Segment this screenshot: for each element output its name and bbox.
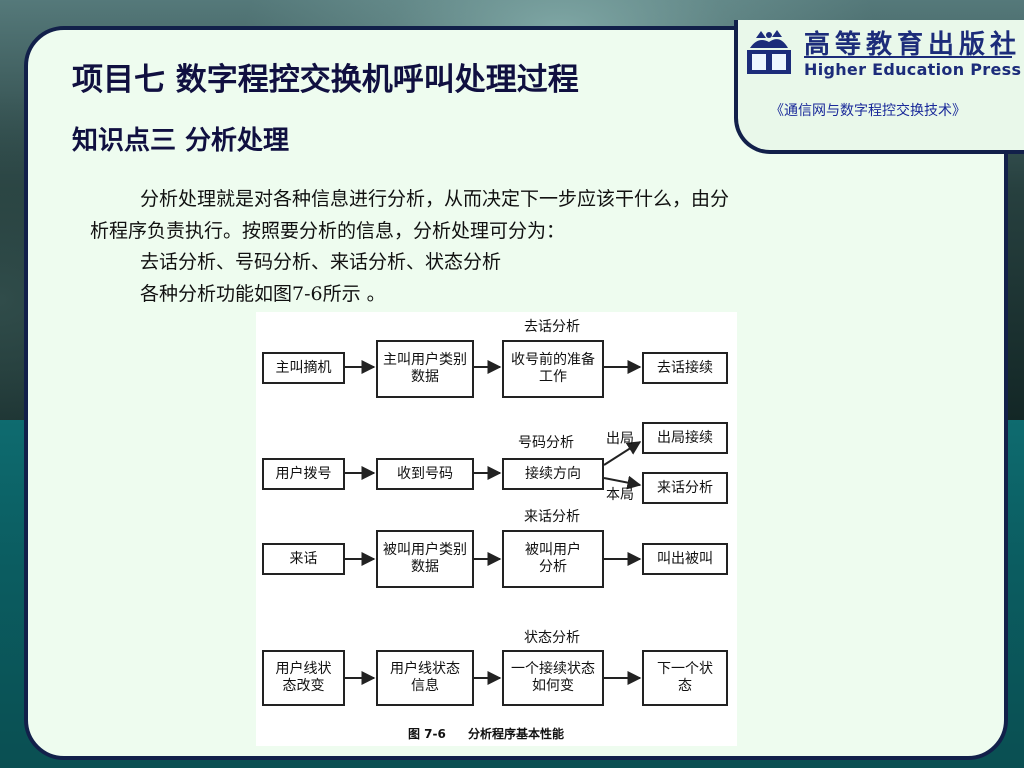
flow-arrows <box>345 360 642 685</box>
paragraph-line-3: 去话分析、号码分析、来话分析、状态分析 <box>140 251 502 273</box>
figure-caption-number: 图 7-6 <box>408 727 446 741</box>
publisher-divider <box>804 56 1012 58</box>
publisher-tab <box>734 20 1024 154</box>
book-title: 《通信网与数字程控交换技术》 <box>770 103 966 119</box>
branch-label-outbound: 出局 <box>606 431 634 447</box>
publisher-logo-icon <box>747 30 791 74</box>
flow-box: 主叫用户类别数据 <box>376 340 474 398</box>
slide-title: 项目七 数字程控交换机呼叫处理过程 <box>72 62 579 98</box>
flow-box: 来话 <box>262 543 345 575</box>
publisher-name-cn: 高等教育出版社 <box>804 30 1022 60</box>
flow-box: 收号前的准备工作 <box>502 340 604 398</box>
flow-box: 主叫摘机 <box>262 352 345 384</box>
flow-box: 被叫用户分析 <box>502 530 604 588</box>
flow-box: 去话接续 <box>642 352 728 384</box>
flow-box: 用户拨号 <box>262 458 345 490</box>
row-label-outgoing: 去话分析 <box>524 319 580 335</box>
analysis-flow-figure: 去话分析 主叫摘机 主叫用户类别数据 收号前的准备工作 去话接续 号码分析 出局… <box>256 312 737 746</box>
row-label-number: 号码分析 <box>518 435 574 451</box>
flow-box: 下一个状态 <box>642 650 728 706</box>
flow-box: 用户线状态信息 <box>376 650 474 706</box>
figure-caption-text: 分析程序基本性能 <box>468 727 565 741</box>
publisher-name-en: Higher Education Press <box>804 60 1022 79</box>
flow-box: 用户线状态改变 <box>262 650 345 706</box>
slide-subtitle: 知识点三 分析处理 <box>72 126 290 156</box>
flow-box: 收到号码 <box>376 458 474 490</box>
flow-box: 被叫用户类别数据 <box>376 530 474 588</box>
branch-label-local: 本局 <box>606 487 634 503</box>
flow-box: 出局接续 <box>642 422 728 454</box>
row-label-state: 状态分析 <box>524 630 580 646</box>
flow-box: 叫出被叫 <box>642 543 728 575</box>
row-label-incoming: 来话分析 <box>524 509 580 525</box>
paragraph-line-2: 析程序负责执行。按照要分析的信息，分析处理可分为： <box>90 220 566 242</box>
flow-box: 一个接续状态如何变 <box>502 650 604 706</box>
flow-box: 接续方向 <box>502 458 604 490</box>
flow-box: 来话分析 <box>642 472 728 504</box>
paragraph-line-4: 各种分析功能如图7-6所示 。 <box>140 283 386 305</box>
paragraph-line-1: 分析处理就是对各种信息进行分析，从而决定下一步应该干什么，由分 <box>140 188 730 210</box>
